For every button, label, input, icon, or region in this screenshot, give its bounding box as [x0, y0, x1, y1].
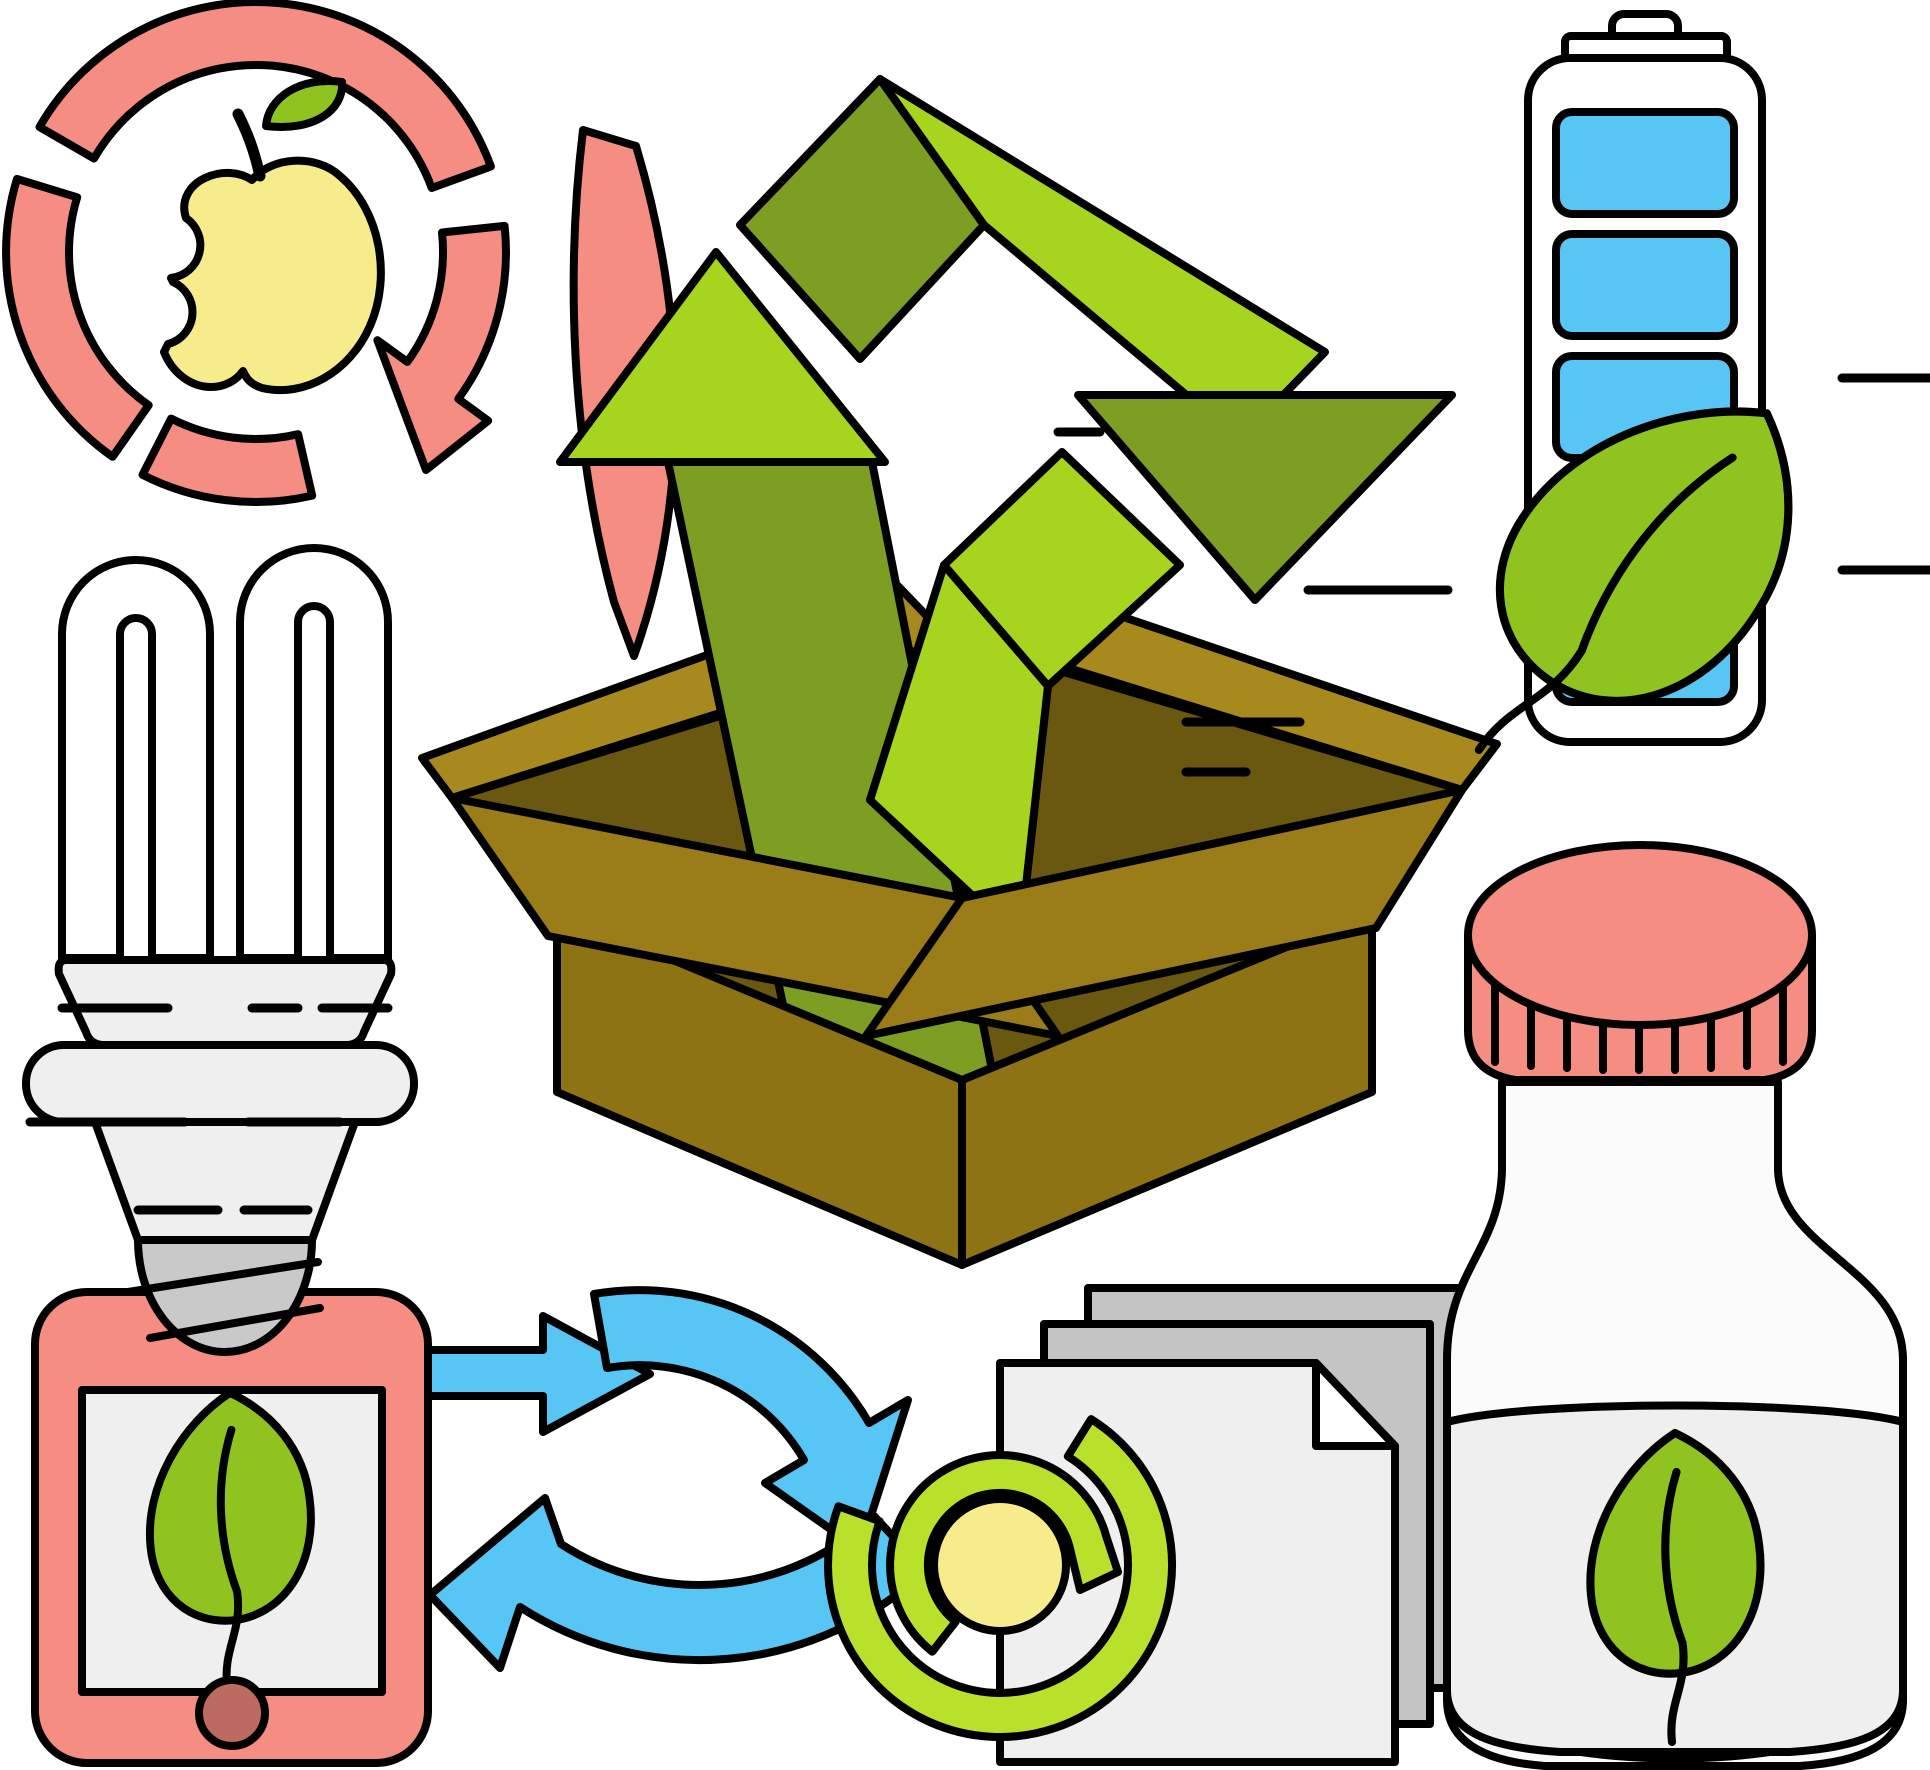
bulb-base-bottom — [91, 1118, 359, 1244]
document-folded-corner — [1312, 1359, 1399, 1450]
recycle-box-icon — [418, 75, 1501, 1269]
recycle-ring-right-arrow — [373, 221, 510, 474]
eco-phone-icon — [31, 1288, 432, 1767]
leaf-midrib — [1661, 1467, 1687, 1648]
bulb-tube-left — [58, 556, 214, 962]
renew-outer-arc — [824, 1415, 1177, 1741]
battery-leaf-icon — [1474, 407, 1793, 754]
apple-body — [160, 156, 385, 395]
ribbon-right-diamond — [940, 448, 1184, 690]
apple-stem — [232, 108, 266, 182]
sync-arrow-bottom-curve — [426, 1494, 929, 1672]
eco-battery-icon — [1053, 10, 1930, 777]
sync-arrow-top-curve — [590, 1286, 912, 1554]
bottle-cap-top — [1464, 841, 1816, 1029]
leaf-midrib — [1577, 453, 1737, 655]
eco-bottle-icon — [1443, 841, 1907, 1770]
bulb-screw-thread — [124, 1258, 322, 1296]
sync-arrows-icon — [424, 1286, 929, 1672]
battery-cell — [1552, 230, 1738, 340]
renew-center-dot — [930, 1495, 1070, 1635]
recycled-documents-icon — [824, 1284, 1464, 1766]
apple-leaf-icon — [262, 77, 347, 131]
recycle-ring-bottom-arc — [138, 414, 317, 506]
bottle-leaf-icon — [1586, 1428, 1765, 1747]
box-front-right — [958, 908, 1376, 1269]
recycle-ring-top-arc — [35, 0, 495, 192]
bulb-base-collar — [22, 1041, 418, 1126]
recycle-ring-left-arc — [2, 174, 153, 461]
battery-cell — [1552, 108, 1738, 218]
phone-home-button — [195, 1676, 269, 1750]
phone-leaf-icon — [145, 1388, 315, 1690]
bulb-screw-thread — [146, 1304, 324, 1342]
leaf-midrib — [216, 1425, 242, 1596]
ribbon-right-arrowhead — [1074, 391, 1456, 604]
cfl-bulb-icon — [22, 544, 418, 1126]
sync-arrow-straight — [424, 1312, 654, 1436]
bulb-base-top — [54, 956, 396, 1049]
cfl-bulb-screw — [25, 1117, 359, 1356]
leaf-stem — [1667, 1638, 1688, 1747]
ribbon-left-arrowhead — [556, 248, 889, 466]
renew-inner-arc — [886, 1451, 1122, 1656]
bulb-tube-right — [236, 544, 392, 962]
leaf-stem — [1474, 646, 1586, 754]
box-hanging-flap-right — [862, 786, 1466, 1040]
leaf-stem — [222, 1587, 243, 1690]
